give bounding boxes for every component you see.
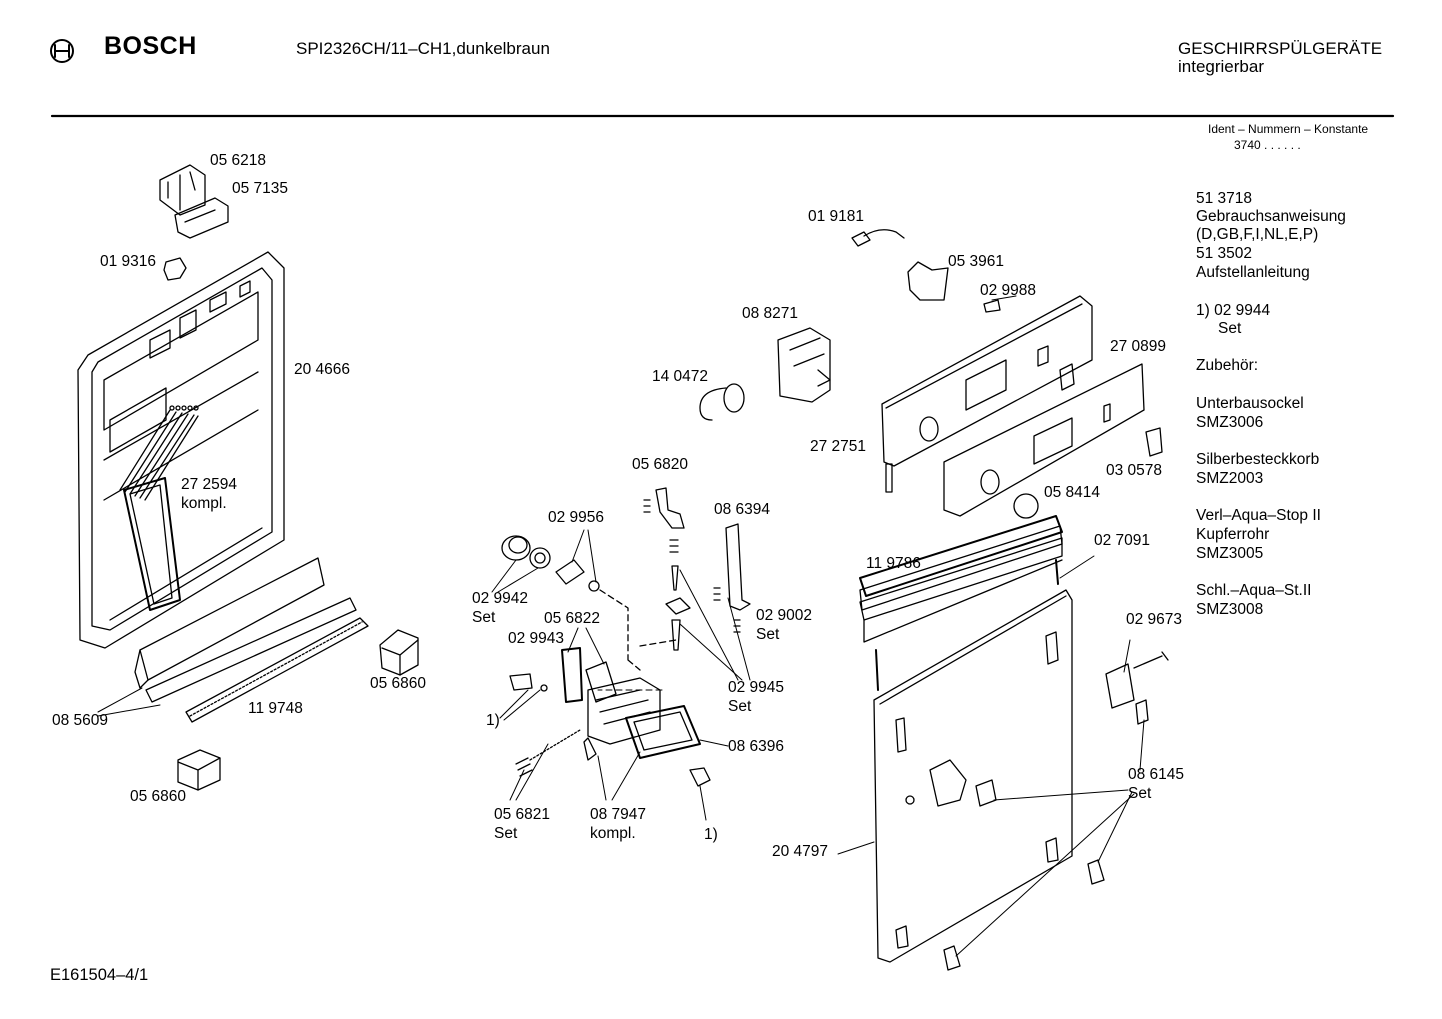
part-label-note: kompl.: [590, 825, 636, 842]
part-label: 08 6145: [1128, 766, 1185, 783]
part-label: 02 9956: [548, 509, 605, 526]
part-label: 02 9673: [1126, 611, 1183, 628]
part-label-note: Set: [756, 626, 780, 643]
part-label: 01 9181: [808, 208, 865, 225]
part-label: 05 7135: [232, 180, 289, 197]
part-label: 08 6394: [714, 501, 771, 518]
end-cap-part-upper: [379, 629, 419, 676]
brand-name: BOSCH: [104, 32, 197, 60]
outer-door-panel: [859, 515, 1073, 963]
ident-label: Ident – Nummern – Konstante: [1208, 122, 1369, 136]
leader-lines-right: [837, 295, 1145, 957]
accessory-2-code: SMZ2003: [1196, 470, 1264, 487]
accessory-2-name: Silberbesteckkorb: [1196, 451, 1320, 468]
part-label: 03 0578: [1106, 462, 1163, 479]
category-title: GESCHIRRSPÜLGERÄTE: [1178, 39, 1383, 58]
part-label: 20 4666: [294, 361, 351, 378]
part-label: 11 9786: [866, 555, 921, 572]
part-label-note: Set: [1128, 785, 1152, 802]
end-cap-part-lower: [177, 749, 221, 791]
part-label: 05 6822: [544, 610, 601, 627]
part-label: 05 6821: [494, 806, 551, 823]
bosch-logo-icon: [50, 39, 74, 63]
inner-door-panel: [77, 251, 285, 649]
part-label: 05 8414: [1044, 484, 1101, 501]
part-label: 01 9316: [100, 253, 157, 270]
part-label: 08 7947: [590, 806, 647, 823]
part-label: 02 9942: [472, 590, 529, 607]
part-label: 05 6860: [370, 675, 427, 692]
hinge-parts-right: [943, 651, 1169, 971]
set-reference-word: Set: [1218, 320, 1242, 337]
part-label-note: Set: [472, 609, 496, 626]
accessory-1-code: SMZ3006: [1196, 414, 1264, 431]
part-label: 02 9943: [508, 630, 565, 647]
dispenser-assembly: [501, 535, 711, 787]
door-lock-part: [159, 164, 229, 239]
part-label-note: kompl.: [181, 495, 227, 512]
part-label-note: 1): [704, 826, 718, 843]
set-reference: 1) 02 9944: [1196, 302, 1271, 319]
accessory-1-name: Unterbausockel: [1196, 395, 1304, 412]
manual-label: Gebrauchsanweisung: [1196, 208, 1346, 225]
trim-profile-part: [134, 557, 369, 723]
manual-languages: (D,GB,F,I,NL,E,P): [1196, 226, 1319, 243]
part-label: 08 5609: [52, 712, 109, 729]
accessory-4-name: Schl.–Aqua–St.II: [1196, 582, 1312, 599]
part-label: 02 9945: [728, 679, 785, 696]
part-label-note: Set: [728, 698, 752, 715]
install-label: Aufstellanleitung: [1196, 264, 1310, 281]
part-label: 05 6218: [210, 152, 267, 169]
leader-lines-left: [97, 687, 161, 717]
part-label: 02 7091: [1094, 532, 1151, 549]
part-label: 02 9988: [980, 282, 1037, 299]
part-label: 11 9748: [248, 700, 303, 717]
part-label: 02 9002: [756, 607, 813, 624]
manual-number: 51 3718: [1196, 190, 1253, 207]
part-label: 14 0472: [652, 368, 709, 385]
part-label: 08 6396: [728, 738, 785, 755]
accessory-3-code: SMZ3005: [1196, 545, 1264, 562]
accessory-3-name: Verl–Aqua–Stop II: [1196, 507, 1321, 524]
category-subtitle: integrierbar: [1178, 57, 1264, 76]
part-label: 20 4797: [772, 843, 829, 860]
part-label-note: Set: [494, 825, 518, 842]
model-title: SPI2326CH/11–CH1,dunkelbraun: [296, 39, 550, 58]
part-label: 05 3961: [948, 253, 1005, 270]
accessories-title: Zubehör:: [1196, 357, 1259, 374]
install-number: 51 3502: [1196, 245, 1253, 262]
control-parts: [699, 229, 1163, 519]
part-label: 05 6860: [130, 788, 187, 805]
accessory-4-code: SMZ3008: [1196, 601, 1264, 618]
part-label: 27 2594: [181, 476, 238, 493]
part-label: 05 6820: [632, 456, 689, 473]
leader-lines-center: [491, 529, 751, 821]
small-clip-part: [163, 257, 187, 281]
part-label: 27 0899: [1110, 338, 1167, 355]
part-label: 08 8271: [742, 305, 799, 322]
document-code: E161504–4/1: [50, 966, 149, 984]
accessory-3-name2: Kupferrohr: [1196, 526, 1270, 543]
part-label-note: 1): [486, 712, 500, 729]
control-panel-fascia: [881, 295, 1145, 517]
ident-value: 3740 . . . . . .: [1234, 138, 1301, 152]
part-label: 27 2751: [810, 438, 867, 455]
